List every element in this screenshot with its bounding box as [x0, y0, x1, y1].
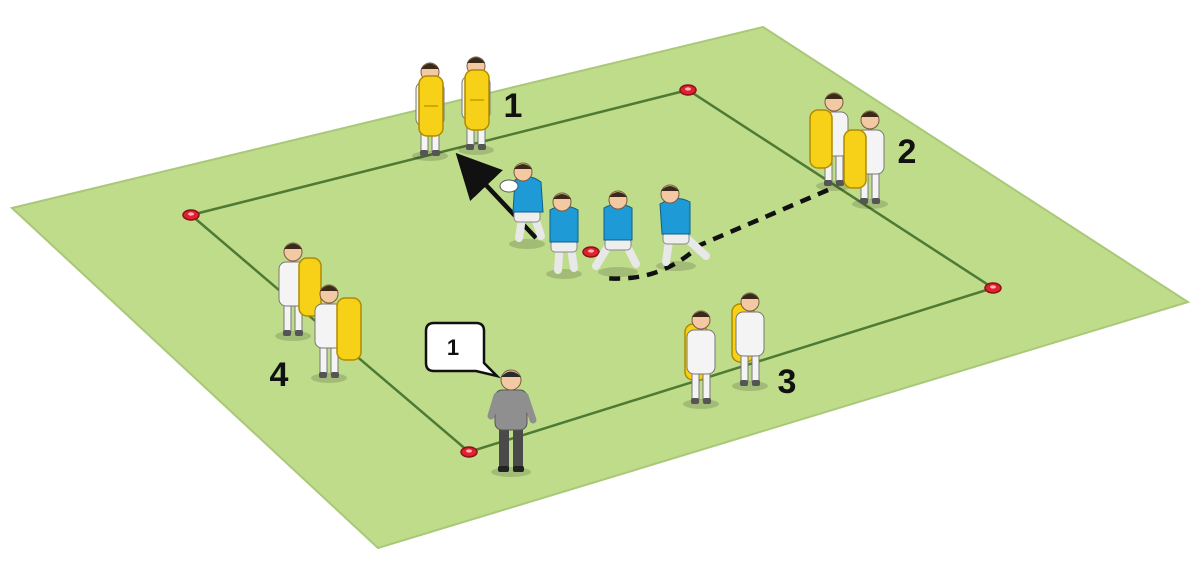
defender-group-1: [412, 56, 494, 161]
group-label-1: 1: [504, 87, 523, 125]
attacker: [546, 192, 582, 279]
attacker-ball-carrier: [499, 162, 545, 249]
attacker: [656, 184, 710, 271]
cones: [182, 84, 1002, 458]
defender-with-shield: [275, 242, 322, 341]
defender-with-shield: [458, 56, 494, 155]
rugby-ball: [499, 179, 519, 193]
attacking-team: [499, 162, 710, 279]
defender-with-shield: [843, 110, 888, 209]
pitch-surface: [9, 25, 1191, 550]
defender-with-shield: [731, 292, 768, 391]
defender-with-shield: [809, 92, 852, 191]
cone-marker: [984, 282, 1002, 294]
defender-with-shield: [683, 310, 719, 409]
coach-callout-bubble: 1: [424, 321, 502, 379]
cone-marker: [582, 246, 600, 258]
group-label-3: 3: [778, 363, 797, 401]
coach-callout-text: 1: [447, 335, 459, 360]
defender-group-2: [809, 92, 888, 209]
cone-marker: [460, 446, 478, 458]
defender-with-shield: [412, 62, 448, 161]
cone-marker: [679, 84, 697, 96]
defender-group-4: [275, 242, 362, 383]
coach: [487, 369, 537, 477]
defender-with-shield: [311, 284, 362, 383]
attacker: [592, 190, 640, 277]
defender-group-3: [683, 292, 768, 409]
cone-marker: [182, 209, 200, 221]
group-label-4: 4: [270, 356, 289, 394]
group-label-2: 2: [898, 133, 917, 171]
